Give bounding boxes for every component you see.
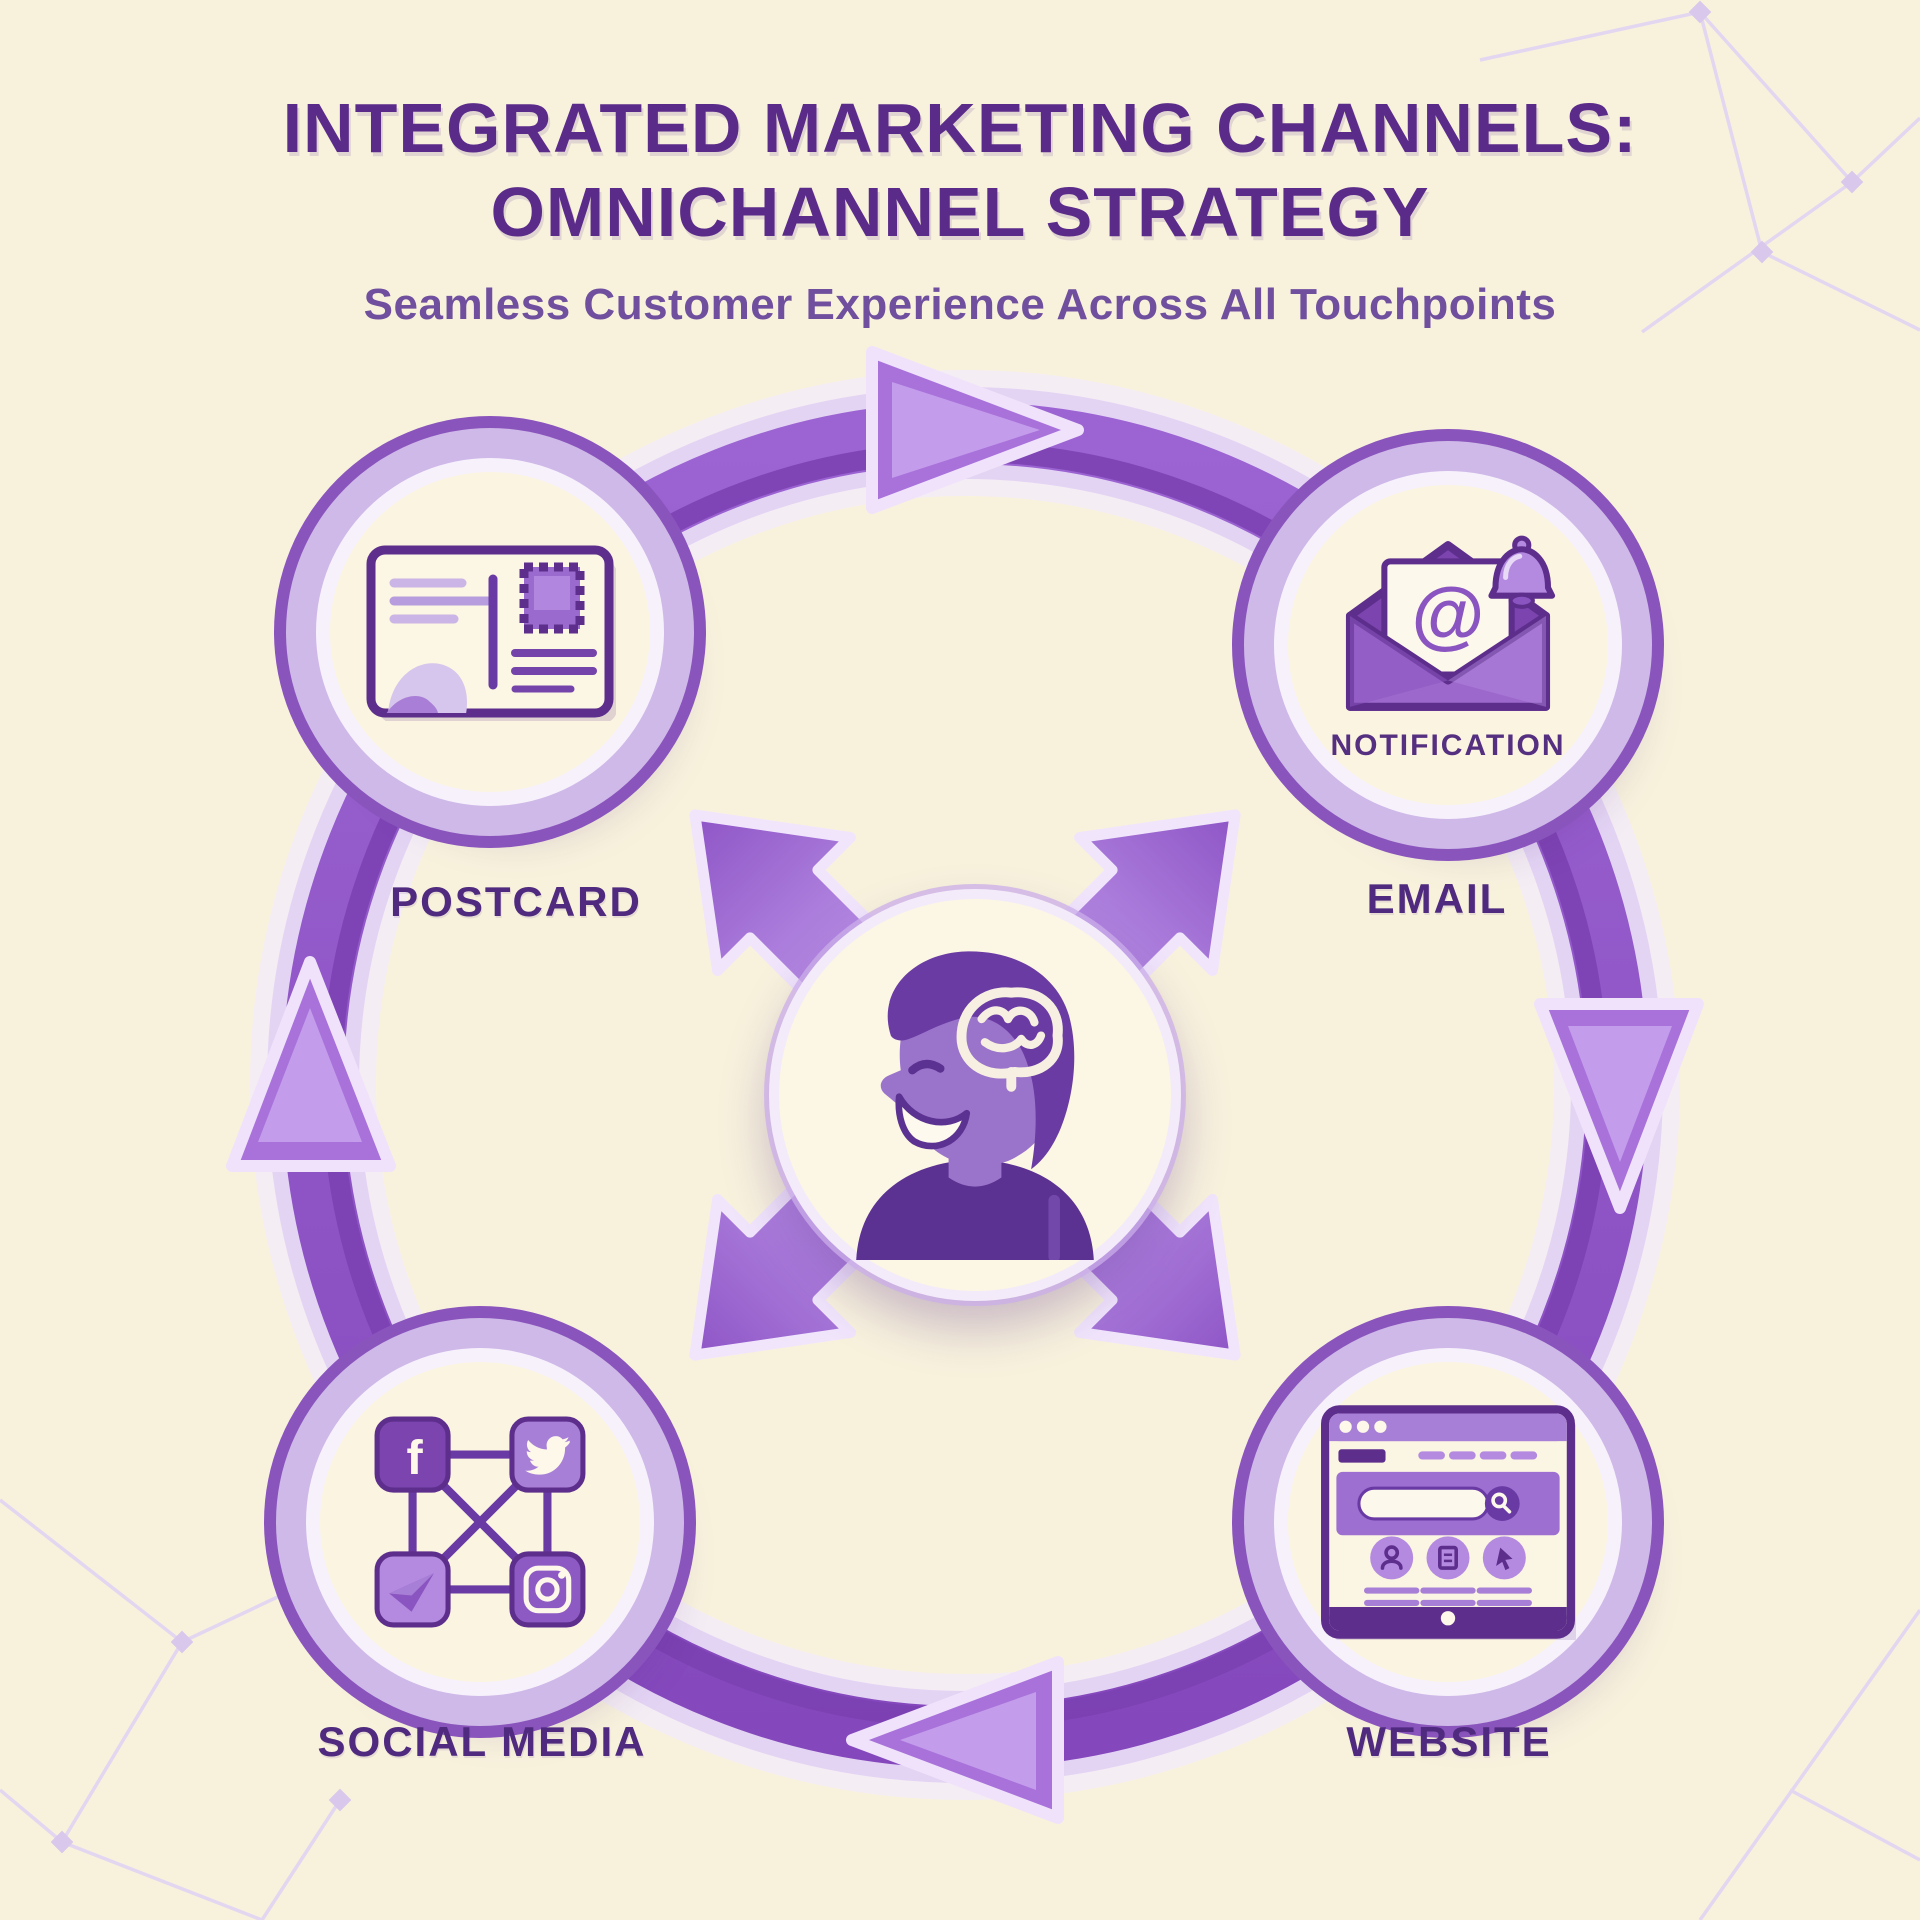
share-plane-icon (374, 1551, 451, 1628)
flow-arrow-top-right (866, 346, 1084, 514)
background-geometric-lines (0, 10, 1920, 1920)
notification-bell-glyph (1488, 535, 1556, 609)
feature-article (1426, 1536, 1470, 1580)
label-website: WEBSITE (1346, 1718, 1552, 1765)
page-subtitle: Seamless Customer Experience Across All … (363, 280, 1557, 329)
center-customer-circle (769, 889, 1181, 1301)
feature-user (1370, 1536, 1414, 1580)
channel-node-postcard (330, 472, 650, 792)
label-social-media: SOCIAL MEDIA (317, 1718, 647, 1765)
header: INTEGRATED MARKETING CHANNELS: OMNICHANN… (0, 86, 1920, 330)
channel-node-website (1288, 1362, 1608, 1682)
browser-footer-bar (1329, 1606, 1567, 1631)
email-badge: NOTIFICATION (1330, 729, 1566, 762)
twitter-icon (509, 1416, 586, 1493)
search-banner (1336, 1471, 1560, 1536)
browser-nav-row (1338, 1449, 1538, 1463)
label-email: EMAIL (1366, 875, 1508, 922)
ring-flow-arrowheads (226, 346, 1704, 1824)
title-line-2: OMNICHANNEL STRATEGY (490, 173, 1430, 251)
browser-title-bar (1329, 1413, 1567, 1442)
brain-glyph (956, 987, 1063, 1092)
channel-node-social-media: f (320, 1362, 640, 1682)
social-network-icon: f (374, 1416, 586, 1628)
website-browser-icon (1321, 1405, 1576, 1640)
postcard-icon (366, 545, 616, 721)
email-notification-icon: @ (1345, 535, 1556, 711)
instagram-icon (509, 1551, 586, 1628)
label-postcard: POSTCARD (390, 878, 642, 925)
page-title: INTEGRATED MARKETING CHANNELS: OMNICHANN… (0, 86, 1920, 254)
facebook-icon: f (374, 1416, 451, 1493)
feature-underlines (1364, 1587, 1532, 1606)
customer-mind-icon (856, 951, 1094, 1260)
flow-arrow-right-down (1534, 998, 1704, 1214)
feature-cursor (1482, 1536, 1526, 1580)
flow-arrow-bottom-left (846, 1656, 1064, 1824)
channel-node-email: @ NOTIFICATION (1288, 485, 1608, 805)
at-symbol-glyph: @ (1412, 572, 1485, 656)
stamp-glyph (519, 562, 585, 634)
title-line-1: INTEGRATED MARKETING CHANNELS: (282, 89, 1638, 167)
flow-arrow-left-up (226, 956, 396, 1172)
facebook-letter-glyph: f (406, 1431, 423, 1485)
